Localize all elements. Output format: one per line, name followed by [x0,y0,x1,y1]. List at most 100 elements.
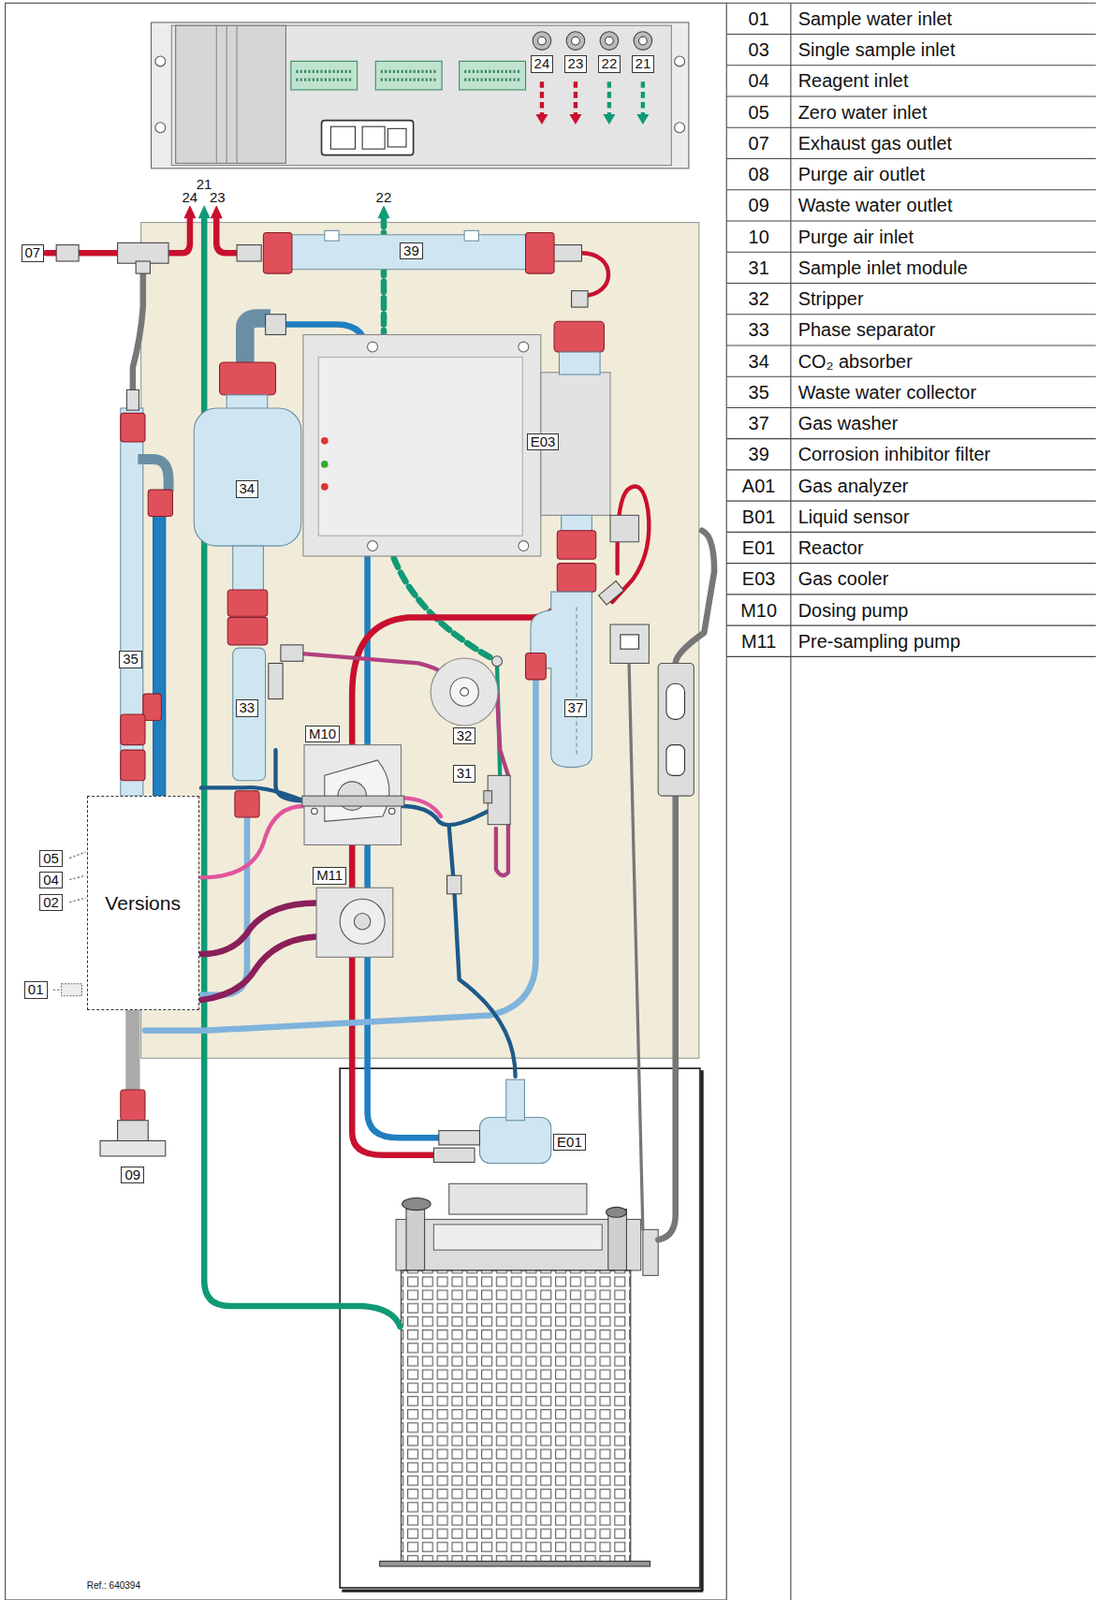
reactor-cabinet [406,1209,425,1271]
rack-unit [380,70,438,74]
table-lines [726,656,1096,658]
rack-unit [459,60,527,90]
reactor-cabinet [642,1228,658,1275]
reactor-cabinet [341,1589,703,1593]
pre-sampling-pump [316,887,394,957]
tubes [201,805,248,995]
tubes [675,530,715,664]
table-lines [726,625,1096,627]
leader-lines [69,875,86,879]
rack-unit [641,81,645,115]
tubes [401,797,442,817]
table-cell: Phase separator [798,319,936,340]
table-cell: 07 [748,132,770,154]
table-cell: 05 [748,102,770,123]
cable-connector [657,662,694,796]
table-lines [726,344,1096,346]
gas-cooler [303,334,541,556]
table-cell: Stripper [798,288,864,309]
leader-lines [69,851,86,859]
tubes [132,263,144,396]
gas-washer [599,581,625,605]
rack-unit [569,114,582,125]
version-box: Versions [87,795,200,1010]
tubes [401,805,489,825]
fittings [56,242,582,1162]
leader-lines [69,897,86,902]
table-cell: Liquid sensor [798,506,910,527]
dosing-pump [302,745,405,846]
callout-number: 22 [598,55,622,74]
liquid-sensor [620,634,640,649]
callout-number: 07 [21,244,45,263]
rack-unit [151,22,689,169]
arrow-heads [183,204,390,219]
tubes [657,795,676,1240]
callout-number: 23 [564,55,588,74]
table-cell: Exhaust gas outlet [798,132,953,154]
callout-number: 34 [235,480,260,498]
dosing-pump [311,807,319,815]
inlet-module [483,774,511,824]
tubes [216,216,237,253]
rack-unit [464,70,521,74]
table-lines [726,219,1096,221]
table-cell: Sample water inlet [798,8,953,30]
reactor-cabinet [608,1209,628,1271]
tubes [628,644,643,1230]
rack-unit [674,56,686,67]
gas-washer [556,563,596,593]
rack-unit [605,36,614,45]
table-cell: Pre-sampling pump [798,630,961,652]
rack-unit [295,77,352,81]
corrosion-inhibitor-filter [263,233,293,275]
table-cell: 09 [748,194,770,216]
waste-water-collector [120,714,146,746]
gas-washer [556,530,596,560]
table-cell: E03 [742,568,776,589]
rack-unit [607,81,612,115]
table-cell: M10 [740,599,777,621]
rack-unit [155,122,166,133]
version-text: Versions [104,891,181,915]
waste-water-outlet [120,1089,146,1121]
table-lines [726,33,1096,35]
tubes [351,603,556,1155]
co2-absorber [193,314,301,645]
reactor-cabinet [395,1218,642,1270]
dosing-pump [388,807,395,815]
rack-unit [639,36,648,45]
table-lines [726,468,1096,470]
table-lines [726,531,1096,533]
rack-unit [151,22,689,169]
reference-note: Ref.: 640394 [87,1579,141,1591]
rack-unit [375,60,442,90]
callout-number: 32 [453,727,477,746]
table-lines [726,158,1096,160]
rack-unit [291,60,358,90]
table-cell: Gas cooler [798,568,890,589]
callout-number: E03 [526,433,560,452]
table-lines [726,500,1096,502]
waste-water-outlet [100,1140,166,1156]
dosing-pump [302,795,405,806]
table-cell: Reactor [798,537,864,558]
table-cell: 10 [748,226,770,248]
table-cell: E01 [742,537,776,558]
corrosion-inhibitor-filter [464,230,479,241]
co2-absorber [227,616,268,644]
table-cell: Gas analyzer [798,475,909,497]
frame [5,2,728,1600]
table-cell: Waste water collector [798,381,977,403]
table-lines [726,95,1096,97]
liquid-sensor [610,624,649,663]
callout-number: 35 [118,650,143,669]
table-cell: 04 [748,70,770,91]
frame [789,2,791,1600]
table-lines [726,127,1096,129]
table-cell: CO₂ absorber [798,350,913,372]
gas-cooler [321,437,329,445]
table-cell: Corrosion inhibitor filter [798,443,992,465]
table-lines [726,438,1096,439]
dosing-pump [324,759,390,821]
